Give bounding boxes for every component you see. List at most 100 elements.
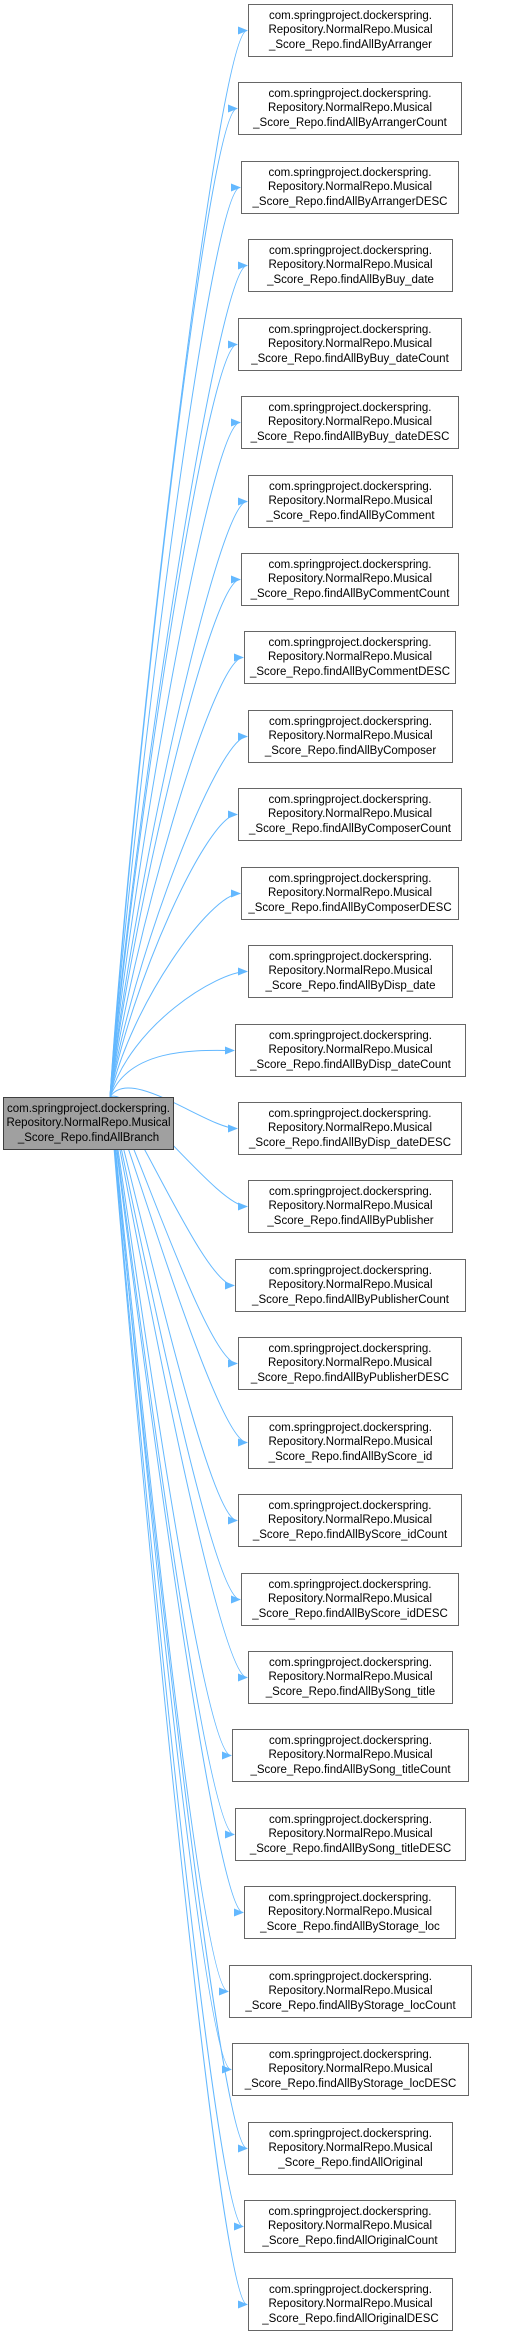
- target-node[interactable]: com.springproject.dockerspring.Repositor…: [241, 396, 459, 449]
- node-label-line: _Score_Repo.findAllOriginalDESC: [262, 2312, 439, 2325]
- node-label-line: Repository.NormalRepo.Musical: [267, 808, 433, 821]
- call-edge: [109, 418, 241, 1098]
- target-node[interactable]: com.springproject.dockerspring.Repositor…: [235, 1259, 466, 1312]
- call-edge: [109, 261, 248, 1098]
- node-label-line: com.springproject.dockerspring.: [269, 2048, 432, 2061]
- target-node[interactable]: com.springproject.dockerspring.Repositor…: [238, 1102, 462, 1155]
- node-label-line: _Score_Repo.findAllByStorage_locCount: [245, 1999, 456, 2012]
- call-edge: [109, 810, 238, 1098]
- node-label-line: _Score_Repo.findAllByComment: [266, 509, 435, 522]
- source-node-findAllBranch[interactable]: com.springproject.dockerspring. Reposito…: [3, 1097, 174, 1150]
- node-label-line: com.springproject.dockerspring.: [268, 1342, 432, 1355]
- node-label-line: _Score_Repo.findAllByCommentDESC: [249, 665, 451, 678]
- target-node[interactable]: com.springproject.dockerspring.Repositor…: [248, 2122, 453, 2175]
- node-label-line: Repository.NormalRepo.Musical: [267, 1357, 433, 1370]
- node-label-line: _Score_Repo.findAllByBuy_dateDESC: [250, 430, 450, 443]
- call-edge: [109, 1096, 229, 1996]
- target-node[interactable]: com.springproject.dockerspring. Repositor…: [241, 1573, 459, 1626]
- node-label-line: com.springproject.dockerspring.: [268, 1107, 432, 1120]
- node-label-line: Repository.NormalRepo.Musical: [267, 651, 433, 664]
- node-label-line: _Score_Repo.findAllByComposerCount: [249, 822, 451, 835]
- target-node[interactable]: com.springproject.dockerspring.Repositor…: [248, 2278, 453, 2331]
- node-label-line: _Score_Repo.findAllOriginalCount: [262, 2234, 438, 2247]
- node-label-line: com.springproject.dockerspring.: [269, 1813, 432, 1826]
- node-label-line: _Score_Repo.findAllBySong_titleDESC: [249, 1842, 452, 1855]
- target-node[interactable]: com.springproject.dockerspring. Repositor…: [248, 475, 453, 528]
- call-edge: [109, 1096, 235, 1839]
- node-label-line: com.springproject.dockerspring.: [268, 87, 432, 100]
- target-node[interactable]: com.springproject.dockerspring. Repositor…: [238, 788, 462, 841]
- node-label-line: Repository.NormalRepo.Musical: [267, 1906, 433, 1919]
- call-edge: [109, 732, 248, 1098]
- call-edge: [109, 1046, 235, 1098]
- target-node[interactable]: com.springproject.dockerspring. Repositor…: [238, 1337, 462, 1390]
- node-label-line: Repository.NormalRepo.Musical: [267, 338, 433, 351]
- call-edge: [109, 1096, 241, 1604]
- target-node[interactable]: com.springproject.dockerspring. Repositor…: [248, 239, 453, 292]
- target-node[interactable]: com.springproject.dockerspring.Repositor…: [232, 2043, 469, 2096]
- node-label-line: com.springproject.dockerspring.: [268, 1499, 432, 1512]
- target-node[interactable]: com.springproject.dockerspring. Repositor…: [238, 1494, 462, 1547]
- node-label-line: Repository.NormalRepo.Musical: [268, 259, 433, 272]
- node-label-line: _Score_Repo.findAllByBuy_dateCount: [251, 352, 449, 365]
- node-label-line: com.springproject.dockerspring.: [269, 9, 432, 22]
- node-label-line: Repository.NormalRepo.Musical: [267, 1514, 433, 1527]
- call-edge: [109, 653, 244, 1098]
- node-label-line: com.springproject.dockerspring.: [268, 1578, 432, 1591]
- target-node[interactable]: com.springproject.dockerspring.Repositor…: [235, 1024, 466, 1077]
- target-node[interactable]: com.springproject.dockerspring. Repositor…: [248, 710, 453, 763]
- node-label-line: com.springproject.dockerspring.: [269, 1734, 432, 1747]
- node-label-line: _Score_Repo.findAllByDisp_dateCount: [250, 1058, 451, 1071]
- node-label-line: com.springproject.dockerspring.: [269, 2127, 432, 2140]
- call-edge: [109, 1096, 244, 2231]
- node-label-line: com.springproject.dockerspring.: [268, 872, 432, 885]
- node-label-line: Repository.NormalRepo.Musical: [268, 1749, 433, 1762]
- target-node[interactable]: com.springproject.dockerspring.Repositor…: [241, 553, 459, 606]
- target-node[interactable]: com.springproject.dockerspring.Repositor…: [248, 4, 453, 57]
- call-edge: [109, 1096, 244, 1917]
- target-node[interactable]: com.springproject.dockerspring.Repositor…: [248, 1416, 453, 1469]
- target-node[interactable]: com.springproject.dockerspring.Repositor…: [229, 1965, 472, 2018]
- node-label-line: _Score_Repo.findAllByDisp_dateDESC: [249, 1136, 451, 1149]
- node-label-line: Repository.NormalRepo.Musical: [268, 1279, 433, 1292]
- call-edge: [109, 183, 241, 1098]
- call-edge: [109, 340, 238, 1098]
- node-label-line: com.springproject.dockerspring.: [269, 244, 432, 257]
- target-node[interactable]: com.springproject.dockerspring.Repositor…: [244, 1886, 456, 1939]
- target-node[interactable]: com.springproject.dockerspring.Repositor…: [248, 1180, 453, 1233]
- node-label-line: Repository.NormalRepo.Musical: [267, 573, 433, 586]
- node-label-line: Repository.NormalRepo.Musical: [268, 495, 433, 508]
- node-label-line: _Score_Repo.findAllByScore_idDESC: [252, 1607, 448, 1620]
- target-node[interactable]: com.springproject.dockerspring. Repositor…: [232, 1729, 469, 1782]
- target-node[interactable]: com.springproject.dockerspring.Repositor…: [248, 945, 453, 998]
- call-edge: [109, 575, 241, 1098]
- target-node[interactable]: com.springproject.dockerspring. Repositor…: [241, 867, 459, 920]
- target-node[interactable]: com.springproject.dockerspring.Repositor…: [238, 318, 462, 371]
- node-label-line: _Score_Repo.findAllBySong_title: [265, 1685, 436, 1698]
- node-label-line: _Score_Repo.findAllByBuy_date: [267, 273, 434, 286]
- node-label-line: _Score_Repo.findAllBySong_titleCount: [250, 1763, 451, 1776]
- node-label-line: Repository.NormalRepo.Musical: [268, 965, 433, 978]
- call-edge: [109, 889, 241, 1098]
- node-label-line: Repository.NormalRepo.Musical: [267, 1593, 433, 1606]
- node-label-line: com.springproject.dockerspring.: [269, 1421, 432, 1434]
- node-label-line: _Score_Repo.findAllOriginal: [278, 2156, 423, 2169]
- node-label-line: Repository.NormalRepo.Musical: [267, 887, 433, 900]
- target-node[interactable]: com.springproject.dockerspring.Repositor…: [235, 1808, 466, 1861]
- node-label-line: Repository.NormalRepo.Musical: [268, 730, 433, 743]
- node-label-line: com.springproject.dockerspring.: [268, 793, 432, 806]
- target-node[interactable]: com.springproject.dockerspring.Repositor…: [241, 161, 459, 214]
- node-label-line: com.springproject.dockerspring.: [268, 401, 432, 414]
- node-label-line: Repository.NormalRepo.Musical: [268, 1671, 433, 1684]
- target-node[interactable]: com.springproject.dockerspring.Repositor…: [244, 2200, 456, 2253]
- node-label-line: com.springproject.dockerspring.: [269, 1185, 432, 1198]
- target-node[interactable]: com.springproject.dockerspring.Repositor…: [244, 631, 456, 684]
- node-label-line: com.springproject.dockerspring.: [268, 166, 432, 179]
- node-label-line: _Score_Repo.findAllByStorage_locDESC: [244, 2077, 457, 2090]
- target-node[interactable]: com.springproject.dockerspring.Repositor…: [248, 1651, 453, 1704]
- node-label-line: Repository.NormalRepo.Musical: [268, 1985, 433, 1998]
- node-label-line: com.springproject.dockerspring.: [269, 715, 432, 728]
- target-node[interactable]: com.springproject.dockerspring.Repositor…: [238, 82, 462, 135]
- node-label-line: com.springproject.dockerspring.: [269, 480, 432, 493]
